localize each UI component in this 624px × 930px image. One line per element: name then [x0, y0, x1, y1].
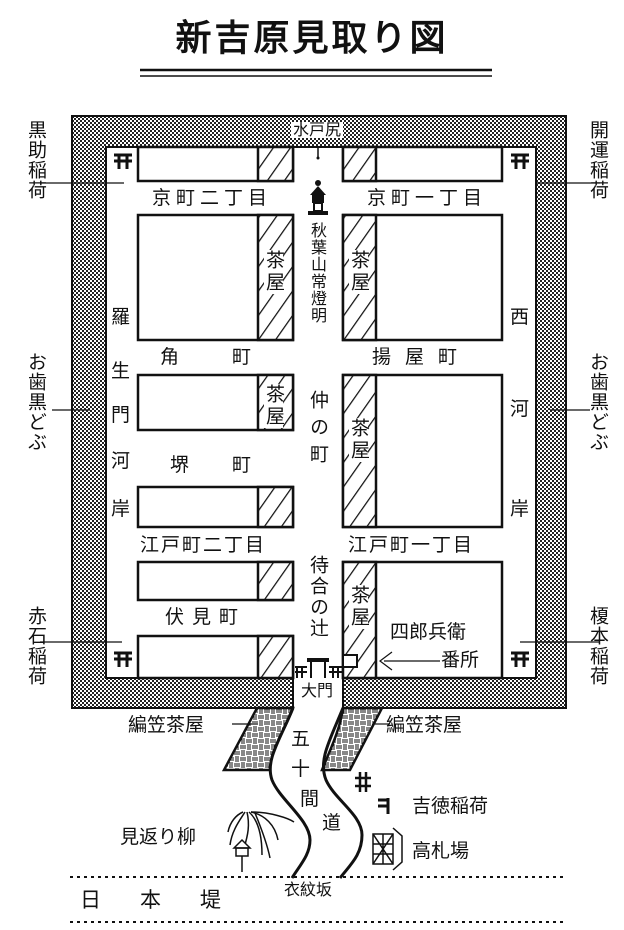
rashomon-gashi-char: 羅 [111, 306, 131, 328]
amigasa-teahouse-right-label: 編笠茶屋 [386, 714, 463, 736]
teahouse-label: 茶屋 [348, 250, 370, 294]
street-ageyamachi: 揚屋町 [372, 346, 472, 368]
shirobei-label: 四郎兵衛 [390, 621, 467, 643]
teahouse-kyomachi2 [256, 145, 295, 183]
amigasa-teahouse-right [320, 706, 385, 772]
kaiun-inari-label: 開運稲荷 [587, 120, 609, 200]
rashomon-gashi-char: 岸 [111, 498, 131, 520]
amigasa-teahouse-left [221, 706, 295, 772]
shrine-icons [114, 153, 529, 667]
bansho-label: 番所 [441, 649, 480, 671]
gojikkenmichi-char: 五 [291, 728, 311, 750]
gojikken-road [268, 707, 364, 879]
akiba-lantern-label: 秋葉山常燈明 [308, 222, 327, 324]
street-fushimicho: 伏見町 [165, 606, 247, 628]
teahouse-kyomachi1 [341, 145, 378, 183]
willow-icon [227, 811, 295, 872]
kosatsuba-label: 高札場 [412, 840, 470, 862]
title-underline [140, 68, 492, 77]
street-sumicho-1: 角 [160, 346, 180, 368]
teahouse-fushimicho [256, 634, 295, 680]
teahouse-sakaicho [256, 485, 295, 529]
yoshitoku-inari-label: 吉徳稲荷 [412, 795, 489, 817]
street-edomachi-2: 江戸町二丁目 [140, 534, 267, 556]
enomoto-inari-label: 榎本稲荷 [587, 606, 609, 686]
street-kyomachi-1: 京町一丁目 [367, 187, 488, 209]
street-sumicho-2: 町 [232, 346, 252, 368]
ohaguro-dobu-right-label: お歯黒どぶ [587, 352, 609, 452]
teahouse-label: 茶屋 [348, 585, 370, 629]
street-edomachi-1: 江戸町一丁目 [348, 534, 475, 556]
teahouse-label: 茶屋 [348, 418, 370, 462]
rashomon-gashi-char: 河 [111, 450, 131, 472]
nihonzutsumi-char: 本 [140, 888, 161, 912]
rashomon-gashi-char: 生 [111, 360, 131, 382]
omon-gate-icon [295, 654, 358, 678]
mikaeri-yanagi-label: 見返り柳 [120, 826, 197, 848]
well-icon [355, 772, 371, 792]
teahouse-label: 茶屋 [263, 384, 285, 428]
kosatsuba-icon [372, 827, 403, 871]
shrine-icon [114, 153, 132, 169]
mitojiri-label: 水戸尻 [291, 120, 344, 139]
shrine-icon [511, 651, 529, 667]
street-sakaicho-2: 町 [232, 454, 252, 476]
street-sakaicho-1: 堺 [170, 454, 190, 476]
nihonzutsumi-char: 日 [80, 888, 101, 912]
kurosuke-inari-label: 黒助稲荷 [25, 120, 47, 200]
machiai-no-tsuji-label: 待合の辻 [307, 555, 329, 639]
well-label: 井 [356, 757, 357, 758]
nishi-gashi-char: 岸 [510, 498, 530, 520]
omon-label: 大門 [301, 681, 334, 700]
nishi-gashi-char: 西 [510, 306, 530, 328]
teahouse-label: 茶屋 [263, 250, 285, 294]
gojikkenmichi-char: 十 [291, 758, 311, 780]
ohaguro-dobu-left-label: お歯黒どぶ [25, 352, 47, 452]
akaishi-inari-label: 赤石稲荷 [25, 606, 47, 686]
amigasa-teahouse-left-label: 編笠茶屋 [128, 714, 205, 736]
street-kyomachi-2: 京町二丁目 [152, 187, 273, 209]
teahouse-edomachi2 [256, 560, 295, 602]
gojikkenmichi-char: 道 [322, 812, 342, 834]
nihonzutsumi-char: 堤 [200, 888, 221, 912]
nakanocho-label: 仲の町 [307, 390, 329, 471]
leader-lines [40, 182, 600, 671]
gojikkenmichi-char: 間 [300, 788, 320, 810]
lantern-icon [308, 148, 328, 215]
rashomon-gashi-char: 門 [111, 404, 131, 426]
shrine-icon [511, 153, 529, 169]
emonzaka-label: 衣紋坂 [284, 880, 333, 899]
nishi-gashi-char: 河 [510, 398, 530, 420]
shrine-icon [114, 651, 132, 667]
page-title: 新吉原見取り図 [175, 17, 449, 59]
yoshitoku-shrine-icon [378, 798, 390, 814]
